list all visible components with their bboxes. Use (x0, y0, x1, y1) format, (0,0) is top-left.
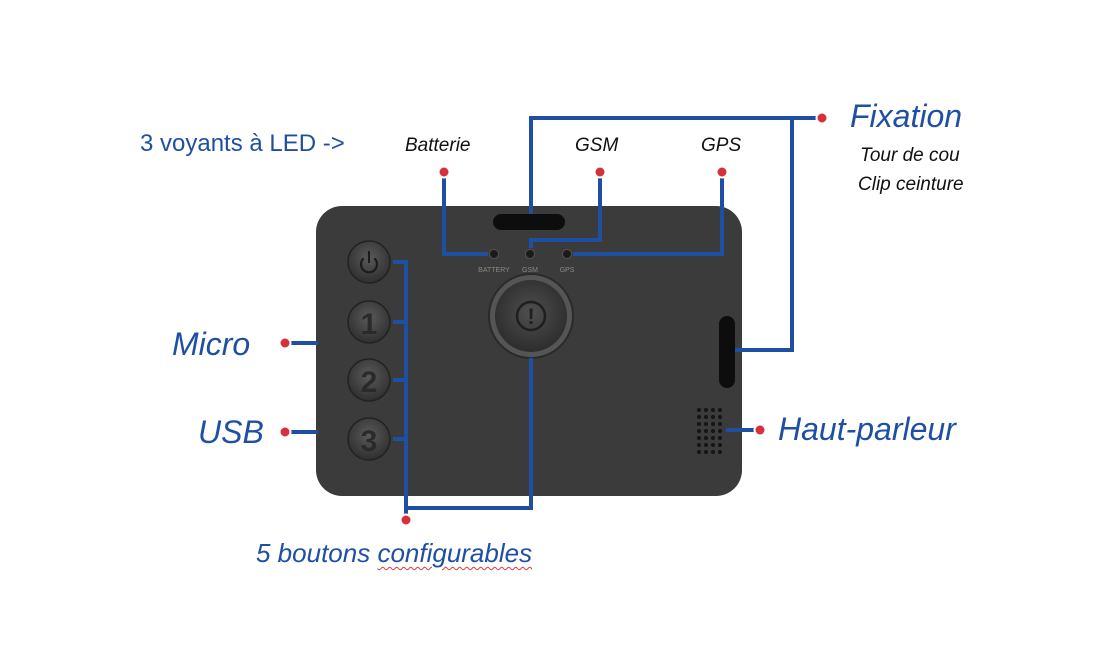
buttons-caption: 5 boutons configurables (256, 538, 532, 569)
button-2-glyph: 2 (361, 366, 378, 399)
device-gps-text: GPS (560, 267, 575, 274)
button-3 (347, 417, 391, 461)
fixation-line-2: Clip ceinture (858, 174, 964, 195)
battery-callout-line (442, 172, 488, 256)
gps-dot (715, 165, 729, 179)
button-1 (347, 300, 391, 344)
clip-slot (493, 214, 565, 230)
gsm-led (525, 249, 535, 259)
device-battery-text: BATTERY (478, 267, 510, 274)
speaker-grille (697, 408, 722, 454)
side-slot (719, 316, 735, 388)
gsm-callout-line (529, 172, 602, 248)
usb-dot (278, 425, 292, 439)
sos-button (495, 280, 567, 352)
fixation-side-line (735, 118, 794, 352)
battery-label: Batterie (405, 135, 471, 156)
button-2 (347, 358, 391, 402)
speaker-label: Haut-parleur (778, 411, 956, 447)
fixation-line-1: Tour de cou (860, 145, 960, 166)
gps-led (562, 249, 572, 259)
gps-label: GPS (701, 135, 742, 156)
gsm-label: GSM (575, 135, 619, 156)
fixation-callout-line (529, 116, 822, 214)
buttons-caption-part2: configurables (377, 538, 533, 568)
battery-dot (437, 165, 451, 179)
gsm-dot (593, 165, 607, 179)
sos-icon-ring (515, 300, 547, 332)
battery-led (489, 249, 499, 259)
fixation-title: Fixation (850, 98, 963, 134)
device-gsm-text: GSM (522, 267, 538, 274)
buttons-caption-part1: 5 boutons (256, 538, 378, 568)
micro-label: Micro (172, 326, 251, 362)
sos-icon: ! (527, 304, 534, 329)
gps-callout-line (573, 172, 724, 256)
leds-title: 3 voyants à LED -> (140, 130, 345, 157)
button-3-glyph: 3 (361, 425, 378, 458)
button-1-glyph: 1 (361, 308, 378, 341)
power-icon (359, 250, 379, 274)
micro-dot (278, 336, 292, 350)
fixation-dot (815, 111, 829, 125)
buttons-bracket-line (393, 260, 408, 508)
usb-label: USB (198, 414, 264, 450)
buttons-dot (399, 513, 413, 527)
speaker-dot (753, 423, 767, 437)
